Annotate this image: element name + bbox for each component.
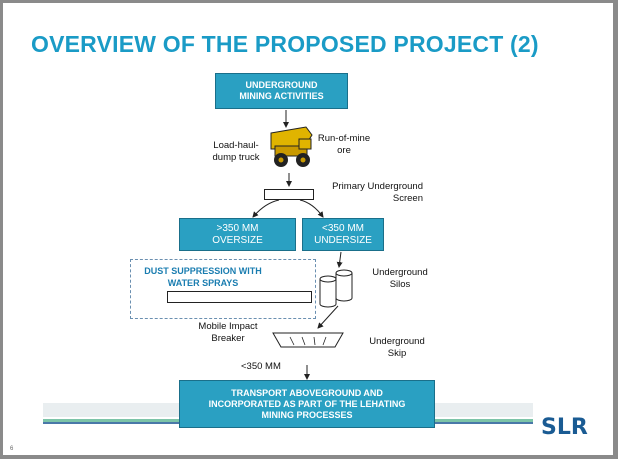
truck-label: Load-haul-dump truck xyxy=(212,140,260,163)
run-of-mine-label: Run-of-mine ore xyxy=(317,133,371,156)
impact-breaker-icon xyxy=(272,332,344,348)
dump-truck-icon xyxy=(270,126,313,167)
undersize-text: <350 MM UNDERSIZE xyxy=(314,222,372,246)
underground-mining-box: UNDERGROUND MINING ACTIVITIES xyxy=(215,73,348,109)
arrow-screen-to-undersize xyxy=(299,199,324,218)
arrow-undersize-to-silos xyxy=(336,251,343,268)
oversize-box: >350 MM OVERSIZE xyxy=(179,218,296,251)
transport-text: TRANSPORT ABOVEGROUND AND INCORPORATED A… xyxy=(208,387,406,420)
slide-title: OVERVIEW OF THE PROPOSED PROJECT (2) xyxy=(31,31,539,57)
slr-logo: SLR xyxy=(541,415,588,440)
silo-icon xyxy=(319,269,353,308)
arrow-screen-to-oversize xyxy=(252,199,280,218)
less-350-label: <350 MM xyxy=(241,361,281,372)
slide: OVERVIEW OF THE PROPOSED PROJECT (2) xyxy=(3,3,613,455)
transport-box: TRANSPORT ABOVEGROUND AND INCORPORATED A… xyxy=(179,380,435,428)
silos-label: Underground Silos xyxy=(372,267,428,290)
oversize-text: >350 MM OVERSIZE xyxy=(212,222,263,246)
breaker-label: Mobile Impact Breaker xyxy=(198,321,258,344)
undersize-box: <350 MM UNDERSIZE xyxy=(302,218,384,251)
primary-screen-label: Primary Underground Screen xyxy=(332,181,423,204)
arrow-silos-to-skip xyxy=(317,305,339,329)
dust-suppression-region xyxy=(130,259,316,319)
underground-mining-text: UNDERGROUND MINING ACTIVITIES xyxy=(239,80,324,101)
water-spray-bar xyxy=(167,291,312,303)
skip-label: Underground Skip xyxy=(369,336,425,359)
slide-number: 6 xyxy=(10,446,14,452)
dust-suppression-label: DUST SUPPRESSION WITH WATER SPRAYS xyxy=(144,266,262,288)
primary-screen-shape xyxy=(264,189,314,200)
